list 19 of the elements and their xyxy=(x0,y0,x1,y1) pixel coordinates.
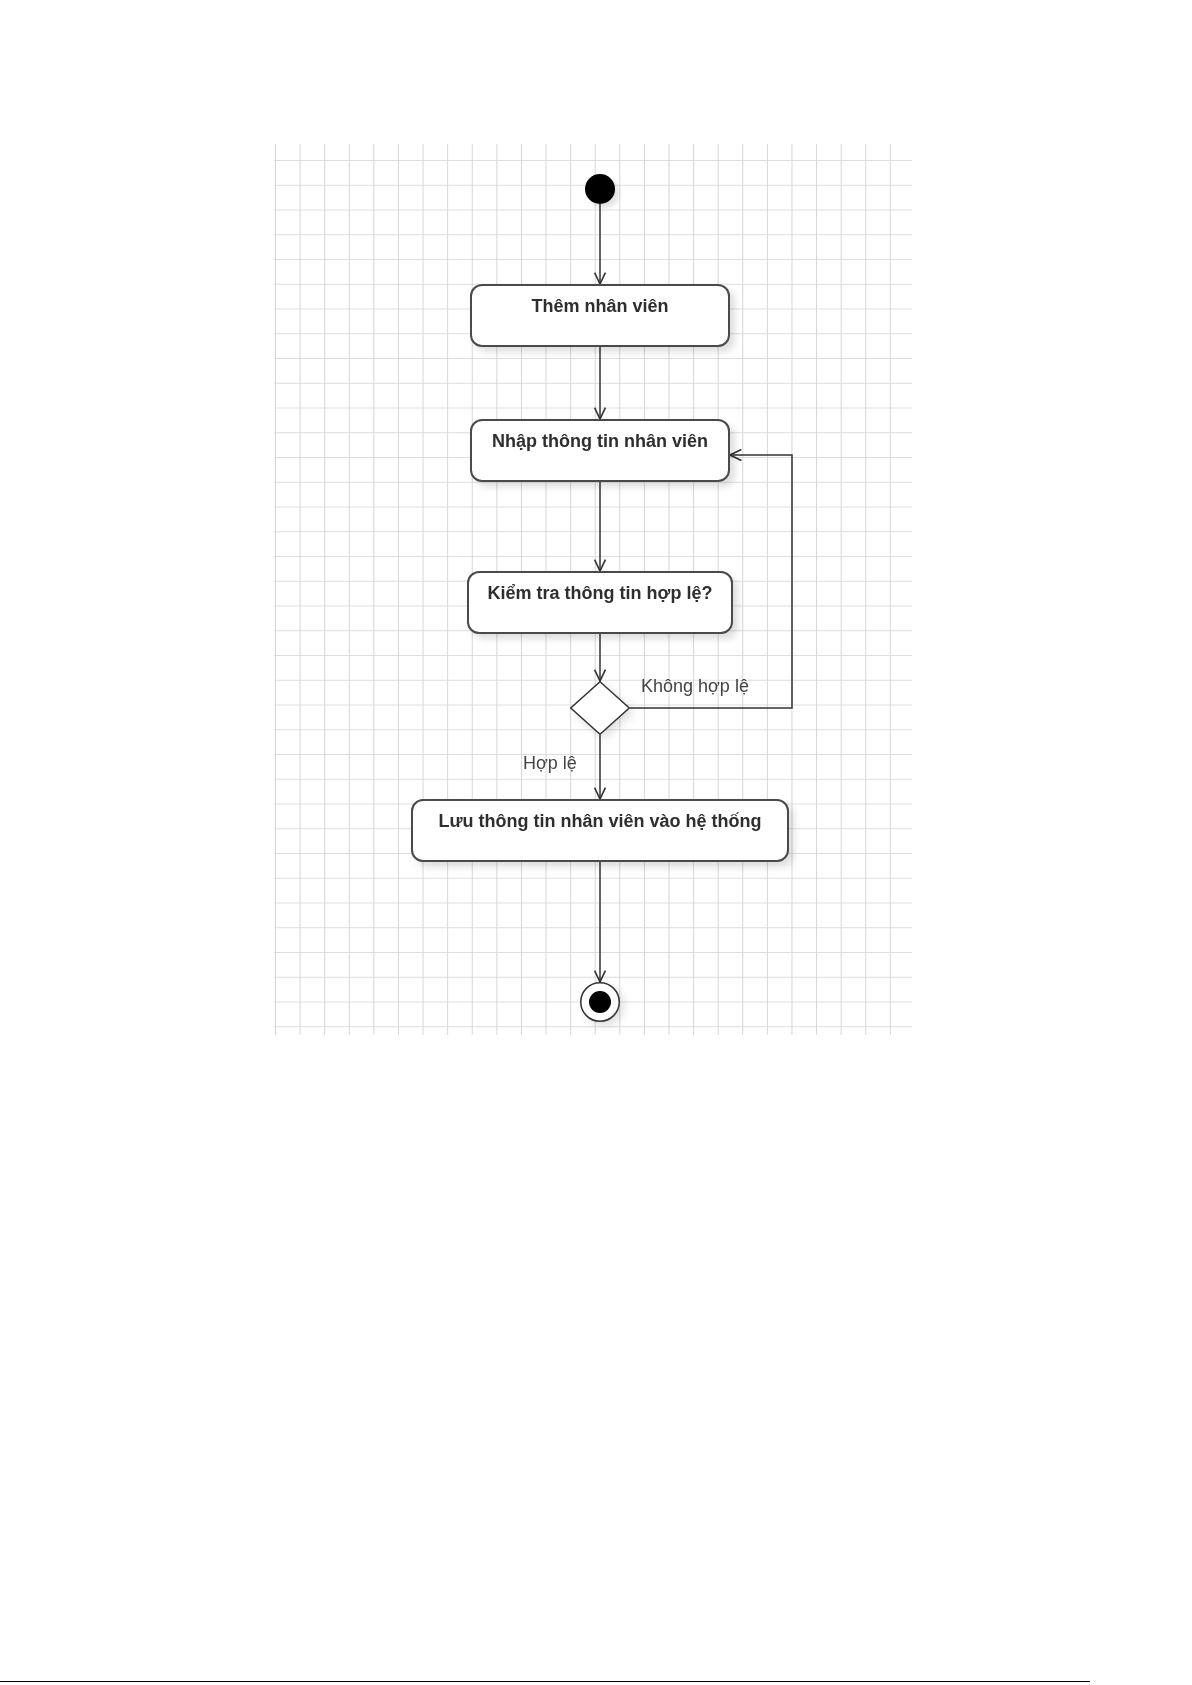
edge-label: Không hợp lệ xyxy=(641,675,749,697)
activity-label: Kiểm tra thông tin hợp lệ? xyxy=(487,582,713,605)
arrow xyxy=(593,203,607,285)
activity-box xyxy=(411,799,789,862)
activity-box xyxy=(467,571,733,634)
arrow xyxy=(593,734,607,800)
activity-label: Lưu thông tin nhân viên vào hệ thống xyxy=(438,810,762,833)
activity-box xyxy=(470,419,730,482)
arrow xyxy=(593,346,607,420)
arrow xyxy=(593,861,607,983)
activity-box xyxy=(470,284,730,347)
arrow xyxy=(593,481,607,572)
activity-label: Nhập thông tin nhân viên xyxy=(492,430,708,453)
edge-label: Hợp lệ xyxy=(523,752,577,774)
activity-label: Thêm nhân viên xyxy=(531,295,669,318)
arrow xyxy=(629,448,793,709)
decision-diamond xyxy=(570,681,630,735)
final-node-circle xyxy=(580,982,620,1022)
arrow xyxy=(593,633,607,682)
